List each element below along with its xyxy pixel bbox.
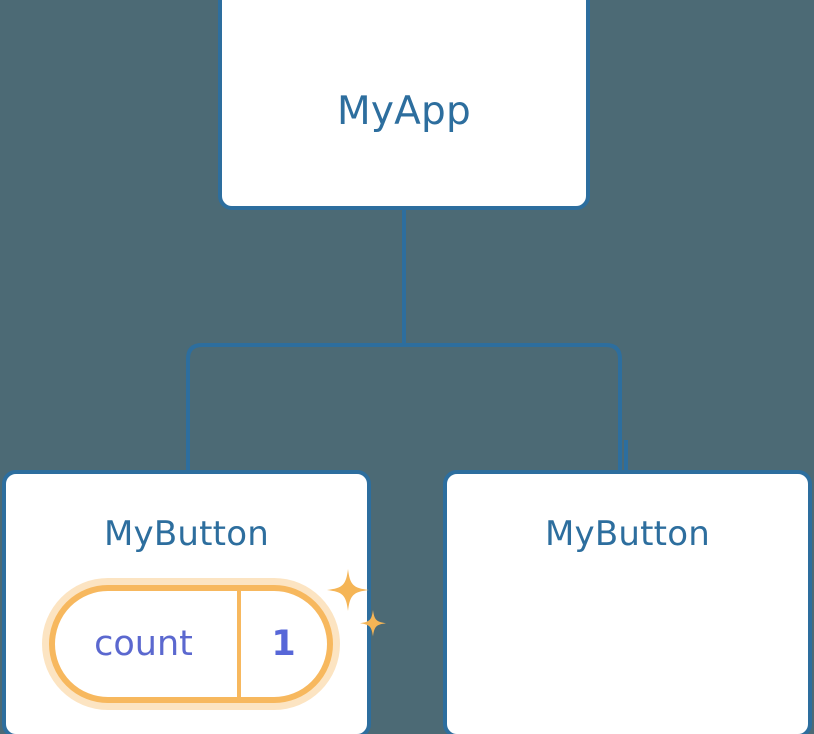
state-key-label-left: count xyxy=(55,591,241,697)
tree-node-root[interactable]: MyApp xyxy=(218,0,590,210)
tree-node-mybutton-updated[interactable]: MyButton count 1 xyxy=(2,470,386,734)
tree-node-mybutton-idle[interactable]: MyButton count 0 xyxy=(443,470,812,734)
node-title-mybutton-left: MyButton xyxy=(104,514,269,554)
state-pill-wrapper-left: count 1 xyxy=(38,574,343,714)
state-value-left: 1 xyxy=(271,624,296,664)
node-title-mybutton-right: MyButton xyxy=(545,514,710,554)
sparkle-small-icon xyxy=(360,610,386,637)
node-title-myapp: MyApp xyxy=(337,89,471,134)
state-pill-highlighted[interactable]: count 1 xyxy=(48,585,333,703)
edge-branch-bar xyxy=(186,343,622,470)
